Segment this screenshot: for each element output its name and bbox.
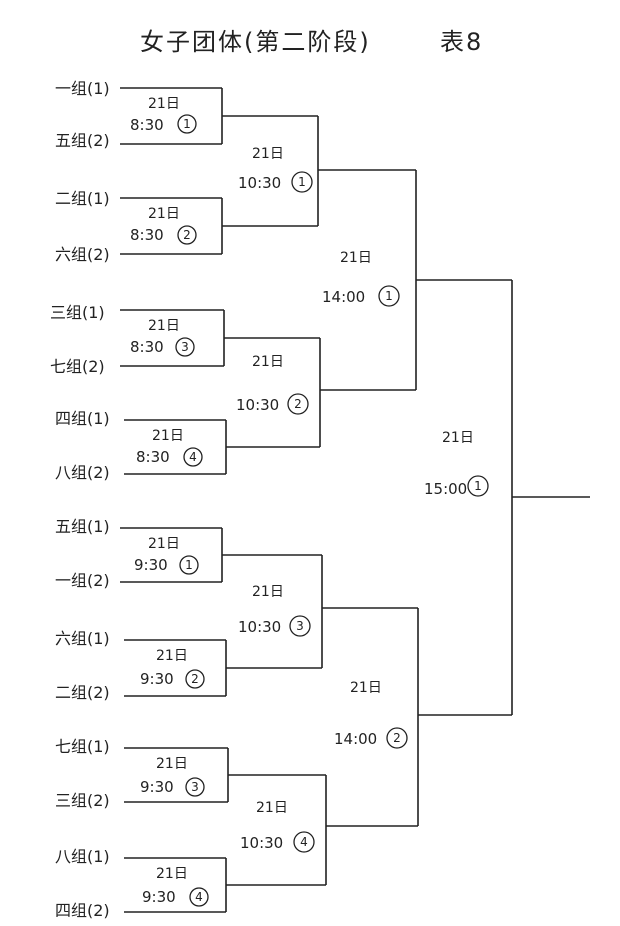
team-label: 一组(1) — [55, 79, 110, 98]
team-label: 二组(1) — [55, 189, 110, 208]
match-date: 21日 — [256, 800, 288, 816]
match-date: 21日 — [148, 536, 180, 552]
match-time: 8:30 — [136, 448, 170, 466]
match-date: 21日 — [156, 866, 188, 882]
match-number: 1 — [185, 558, 193, 572]
match-number: 2 — [393, 731, 401, 745]
match-number: 1 — [385, 289, 393, 303]
match-time: 9:30 — [140, 778, 174, 796]
match-number-circle — [467, 475, 489, 497]
match-number-circle — [291, 171, 313, 193]
round2-lines — [222, 115, 327, 886]
match-time: 8:30 — [130, 338, 164, 356]
match-date: 21日 — [156, 648, 188, 664]
match-time: 10:30 — [240, 834, 283, 852]
match-number-circle — [289, 615, 311, 637]
team-label: 六组(2) — [55, 245, 110, 264]
match-number: 4 — [195, 890, 203, 904]
match-date: 21日 — [156, 756, 188, 772]
team-label: 七组(2) — [50, 357, 105, 376]
match-date: 21日 — [148, 96, 180, 112]
match-number-circle — [185, 669, 205, 689]
match-time: 10:30 — [238, 618, 281, 636]
match-number-circle — [177, 114, 197, 134]
match-number-circle — [386, 727, 408, 749]
match-number-circle — [287, 393, 309, 415]
match-number: 3 — [296, 619, 304, 633]
match-time: 10:30 — [238, 174, 281, 192]
match-number: 1 — [474, 479, 482, 493]
match-number: 3 — [181, 340, 189, 354]
team-label: 四组(1) — [55, 409, 110, 428]
page-title: 女子团体(第二阶段) — [140, 28, 371, 56]
round3-lines — [318, 169, 419, 827]
match-number: 4 — [300, 835, 308, 849]
match-time: 9:30 — [142, 888, 176, 906]
match-date: 21日 — [252, 146, 284, 162]
match-time: 8:30 — [130, 116, 164, 134]
match-time: 10:30 — [236, 396, 279, 414]
team-label: 八组(2) — [55, 463, 110, 482]
final-lines — [416, 279, 590, 716]
final-match: 21日 15:00 1 — [424, 430, 489, 498]
match-time: 8:30 — [130, 226, 164, 244]
match-number: 2 — [183, 228, 191, 242]
match-number: 1 — [298, 175, 306, 189]
team-label: 五组(2) — [55, 131, 110, 150]
match-date: 21日 — [148, 318, 180, 334]
match-number: 3 — [191, 780, 199, 794]
match-date: 21日 — [252, 584, 284, 600]
team-label: 七组(1) — [55, 737, 110, 756]
team-label: 三组(2) — [55, 791, 110, 810]
team-label: 三组(1) — [50, 303, 105, 322]
match-date: 21日 — [148, 206, 180, 222]
team-labels: 一组(1) 五组(2) 二组(1) 六组(2) 三组(1) 七组(2) 四组(1… — [50, 79, 110, 920]
match-number-circle — [175, 337, 195, 357]
match-number: 2 — [191, 672, 199, 686]
team-label: 一组(2) — [55, 571, 110, 590]
round2-matches: 21日 10:30 1 21日 10:30 2 21日 10:30 3 21日 … — [236, 146, 315, 853]
team-label: 二组(2) — [55, 683, 110, 702]
match-number-circle — [179, 555, 199, 575]
match-number-circle — [177, 225, 197, 245]
match-date: 21日 — [442, 430, 474, 446]
team-label: 五组(1) — [55, 517, 110, 536]
round3-matches: 21日 14:00 1 21日 14:00 2 — [322, 250, 408, 749]
match-number: 1 — [183, 117, 191, 131]
team-label: 四组(2) — [55, 901, 110, 920]
match-number-circle — [183, 447, 203, 467]
match-time: 15:00 — [424, 480, 467, 498]
match-time: 9:30 — [140, 670, 174, 688]
round1-matches: 21日 8:30 1 21日 8:30 2 21日 8:30 3 21日 8:3… — [130, 96, 209, 907]
match-number-circle — [189, 887, 209, 907]
match-number-circle — [185, 777, 205, 797]
match-number-circle — [378, 285, 400, 307]
match-number-circle — [293, 831, 315, 853]
table-label: 表8 — [440, 28, 483, 56]
match-date: 21日 — [340, 250, 372, 266]
match-date: 21日 — [252, 354, 284, 370]
match-number: 2 — [294, 397, 302, 411]
team-label: 八组(1) — [55, 847, 110, 866]
match-date: 21日 — [350, 680, 382, 696]
match-time: 14:00 — [334, 730, 377, 748]
match-time: 14:00 — [322, 288, 365, 306]
match-date: 21日 — [152, 428, 184, 444]
team-label: 六组(1) — [55, 629, 110, 648]
match-number: 4 — [189, 450, 197, 464]
match-time: 9:30 — [134, 556, 168, 574]
